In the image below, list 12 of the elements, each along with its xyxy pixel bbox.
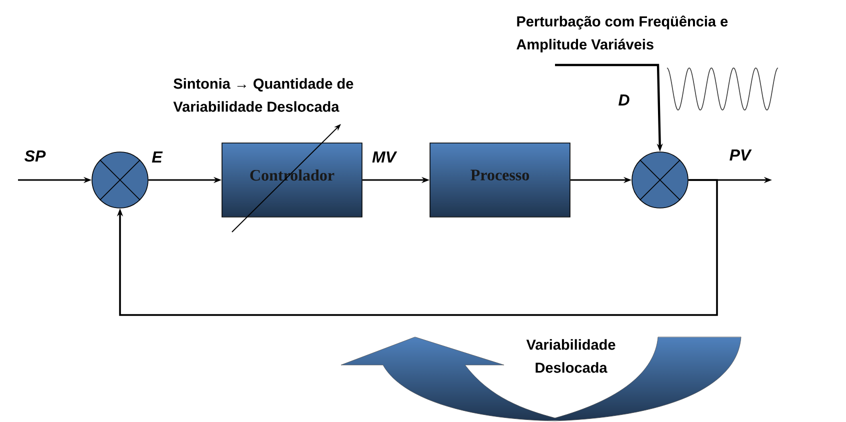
signal-label: MV [372, 152, 398, 162]
signal-label: E [152, 152, 163, 162]
summing-junction [632, 152, 688, 208]
arrow [116, 179, 718, 316]
signal-label: PV [730, 150, 752, 160]
annotation-text: Perturbação com Freqüência e Amplitude Variáveis [516, 16, 728, 52]
summing-junction [92, 152, 148, 208]
annotation-text: Variabilidade Deslocada [526, 339, 616, 373]
annotation-text: Sintonia → Quantidade de Variabilidade Deslocada [173, 78, 354, 112]
signal-label: SP [24, 150, 46, 162]
signal-label: D [618, 94, 630, 106]
process-box: Processo [430, 142, 570, 218]
